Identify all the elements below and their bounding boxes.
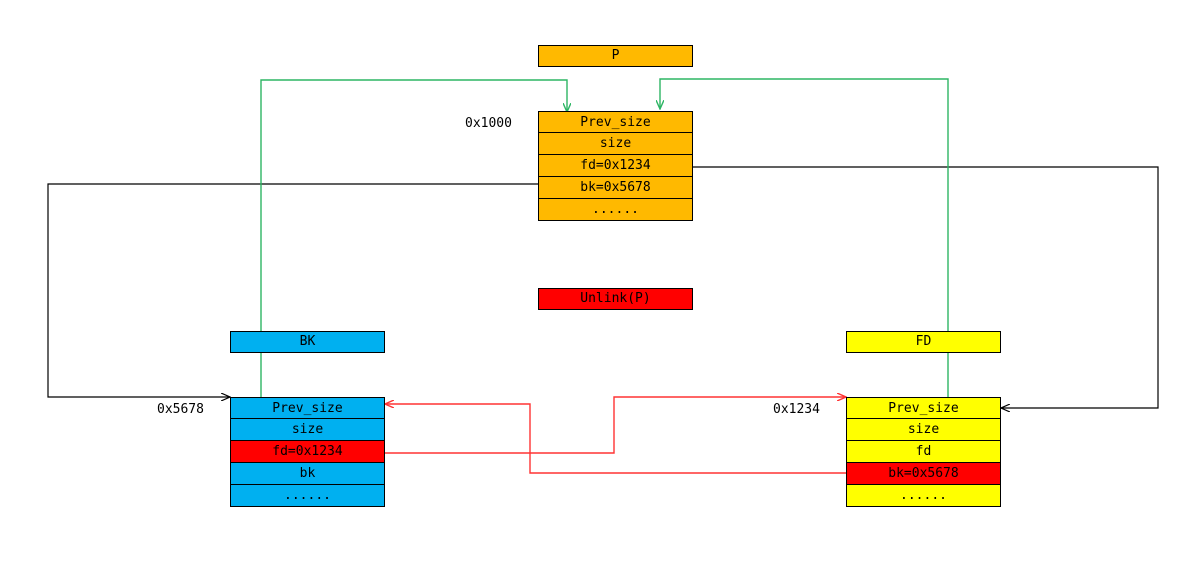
bk-chunk: Prev_size size fd=0x1234 bk ......	[230, 397, 385, 507]
p-field-bk: bk=0x5678	[538, 177, 693, 199]
bk-field-prev-size: Prev_size	[230, 397, 385, 419]
p-field-fd: fd=0x1234	[538, 155, 693, 177]
fd-chunk: Prev_size size fd bk=0x5678 ......	[846, 397, 1001, 507]
arrow-p-fd-to-fd-chunk	[692, 166, 1159, 408]
arrow-p-bk-to-bk-chunk	[47, 183, 538, 397]
arrow-fd-bk-to-bk-chunk	[385, 404, 846, 474]
fd-field-bk: bk=0x5678	[846, 463, 1001, 485]
p-field-size: size	[538, 133, 693, 155]
bk-chunk-address: 0x5678	[157, 402, 204, 417]
fd-field-rest: ......	[846, 485, 1001, 507]
unlink-operation-label: Unlink(P)	[538, 288, 693, 310]
arrow-bk-fd-to-fd-chunk	[385, 397, 846, 454]
p-field-rest: ......	[538, 199, 693, 221]
fd-chunk-title: FD	[846, 331, 1001, 353]
p-chunk: Prev_size size fd=0x1234 bk=0x5678 .....…	[538, 111, 693, 221]
p-field-prev-size: Prev_size	[538, 111, 693, 133]
bk-field-fd: fd=0x1234	[230, 441, 385, 463]
bk-chunk-title: BK	[230, 331, 385, 353]
fd-field-prev-size: Prev_size	[846, 397, 1001, 419]
fd-field-fd: fd	[846, 441, 1001, 463]
p-chunk-title: P	[538, 45, 693, 67]
arrow-bk-fd-to-p	[260, 79, 567, 441]
fd-field-size: size	[846, 419, 1001, 441]
bk-field-bk: bk	[230, 463, 385, 485]
arrow-fd-bk-to-p	[660, 78, 949, 463]
bk-field-size: size	[230, 419, 385, 441]
p-chunk-address: 0x1000	[465, 116, 512, 131]
bk-field-rest: ......	[230, 485, 385, 507]
fd-chunk-address: 0x1234	[773, 402, 820, 417]
